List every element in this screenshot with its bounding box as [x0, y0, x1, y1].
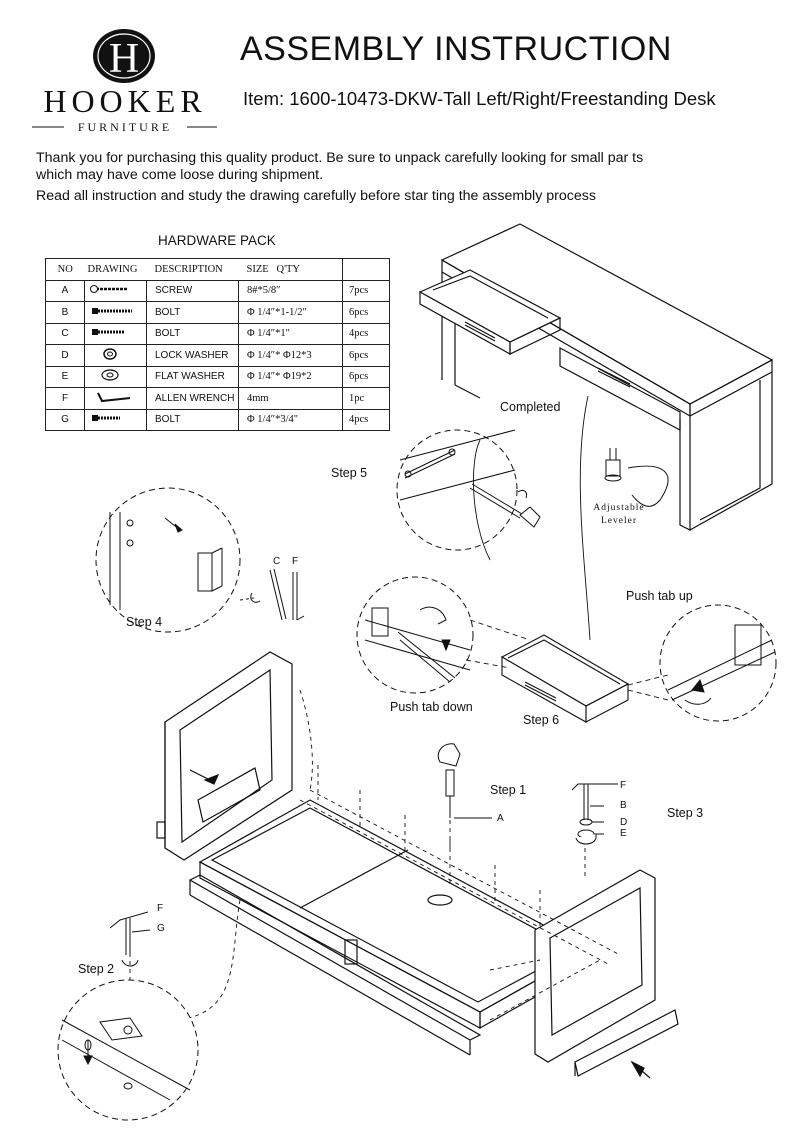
part-e-label: E	[620, 828, 627, 839]
row-qty: 6pcs	[342, 344, 390, 367]
step3-label: Step 3	[667, 806, 704, 820]
row-qty: 1pc	[342, 387, 390, 410]
step1-screwdriver-icon	[437, 743, 492, 819]
header-drawing: DRAWING	[84, 258, 147, 281]
header-no: NO	[45, 258, 85, 281]
adjustable-label: Adjustable	[593, 503, 645, 513]
row-description: SCREW	[146, 279, 239, 302]
table-row: C BOLT Φ 1/4″*1" 4pcs	[45, 322, 390, 345]
lock-washer-icon	[84, 344, 147, 367]
hardware-table-header: NO DRAWING DESCRIPTION SIZE Q'TY	[45, 258, 390, 281]
logo-letter: H	[109, 36, 139, 82]
step6-label: Step 6	[523, 713, 560, 727]
push-tab-down-detail	[356, 576, 474, 694]
leveler-label: Leveler	[600, 516, 637, 526]
row-description: BOLT	[146, 301, 239, 324]
table-row: D LOCK WASHER Φ 1/4″* Φ12*3 6pcs	[45, 344, 390, 367]
table-row: G BOLT Φ 1/4″*3/4" 4pcs	[45, 408, 390, 431]
row-qty: 7pcs	[342, 279, 390, 302]
table-row: B BOLT Φ 1/4″*1-1/2" 6pcs	[45, 301, 390, 324]
row-size: Φ 1/4″* Φ12*3	[238, 344, 343, 367]
row-size: Φ 1/4″*1"	[238, 322, 343, 345]
header-qty-cell	[342, 258, 390, 281]
part-g-label: G	[157, 923, 165, 934]
part-d-label: D	[620, 817, 628, 828]
flat-washer-icon	[84, 365, 147, 388]
row-no: G	[45, 408, 85, 431]
row-size: Φ 1/4″*3/4"	[238, 408, 343, 431]
row-size: 4mm	[238, 387, 343, 410]
hardware-table: NO DRAWING DESCRIPTION SIZE Q'TY A SCREW…	[45, 258, 390, 431]
header-qty-label: Q'TY	[276, 263, 301, 275]
row-no: E	[45, 365, 85, 388]
bolt-icon	[84, 301, 147, 324]
row-description: LOCK WASHER	[146, 344, 239, 367]
row-no: A	[45, 279, 85, 302]
row-description: BOLT	[146, 322, 239, 345]
table-row: F ALLEN WRENCH 4mm 1pc	[45, 387, 390, 410]
part-f-label-step3: F	[620, 780, 627, 791]
push-tab-down-label: Push tab down	[390, 700, 473, 714]
header-size: SIZE Q'TY	[238, 258, 343, 281]
row-qty: 4pcs	[342, 408, 390, 431]
row-size: Φ 1/4″*1-1/2"	[238, 301, 343, 324]
screw-icon	[84, 279, 147, 302]
row-no: F	[45, 387, 85, 410]
step6-drawer-illustration	[500, 634, 630, 723]
allen-wrench-icon	[84, 387, 147, 410]
step6-connector-lines	[465, 395, 669, 701]
push-tab-up-detail	[659, 604, 777, 722]
step3-hardware-stack	[571, 783, 618, 845]
table-row: E FLAT WASHER Φ 1/4″* Φ19*2 6pcs	[45, 365, 390, 388]
row-no: B	[45, 301, 85, 324]
page-title: ASSEMBLY INSTRUCTION	[240, 30, 672, 68]
brand-sub: FURNITURE	[78, 120, 172, 134]
row-description: BOLT	[146, 408, 239, 431]
header-size-label: SIZE	[246, 263, 269, 275]
step1-label: Step 1	[490, 783, 527, 797]
push-tab-up-label: Push tab up	[626, 589, 693, 603]
row-qty: 6pcs	[342, 365, 390, 388]
step4-detail-illustration	[95, 487, 305, 633]
intro-line-2: which may have come loose during shipmen…	[36, 167, 324, 183]
part-a-label: A	[497, 813, 504, 824]
adjustable-leveler-icon	[604, 448, 669, 507]
row-no: C	[45, 322, 85, 345]
hardware-pack-title: HARDWARE PACK	[158, 233, 276, 248]
main-assembly-illustration	[156, 651, 679, 1079]
intro-line-1: Thank you for purchasing this quality pr…	[36, 150, 644, 166]
brand-name: HOOKER	[43, 83, 206, 119]
step5-detail-illustration	[396, 429, 541, 551]
row-qty: 6pcs	[342, 301, 390, 324]
item-number: Item: 1600-10473-DKW-Tall Left/Right/Fre…	[243, 88, 716, 109]
part-c-label: C	[273, 556, 281, 567]
step5-label: Step 5	[331, 466, 368, 480]
row-description: FLAT WASHER	[146, 365, 239, 388]
row-size: 8#*5/8″	[238, 279, 343, 302]
completed-label: Completed	[500, 400, 561, 414]
row-qty: 4pcs	[342, 322, 390, 345]
part-f-label: F	[292, 556, 299, 567]
step2-label: Step 2	[78, 962, 115, 976]
assembly-guide-lines	[129, 689, 621, 1021]
part-f-label-step2: F	[157, 903, 164, 914]
table-row: A SCREW 8#*5/8″ 7pcs	[45, 279, 390, 302]
row-size: Φ 1/4″* Φ19*2	[238, 365, 343, 388]
row-no: D	[45, 344, 85, 367]
hooker-logo-icon: H	[32, 29, 217, 128]
intro-line-3: Read all instruction and study the drawi…	[36, 188, 596, 204]
completed-desk-illustration	[418, 223, 774, 531]
bolt-icon	[84, 322, 147, 345]
bolt-icon	[84, 408, 147, 431]
step4-label: Step 4	[126, 615, 163, 629]
part-b-label: B	[620, 800, 627, 811]
row-description: ALLEN WRENCH	[146, 387, 239, 410]
header-description: DESCRIPTION	[146, 258, 239, 281]
step2-detail-illustration	[57, 911, 199, 1121]
